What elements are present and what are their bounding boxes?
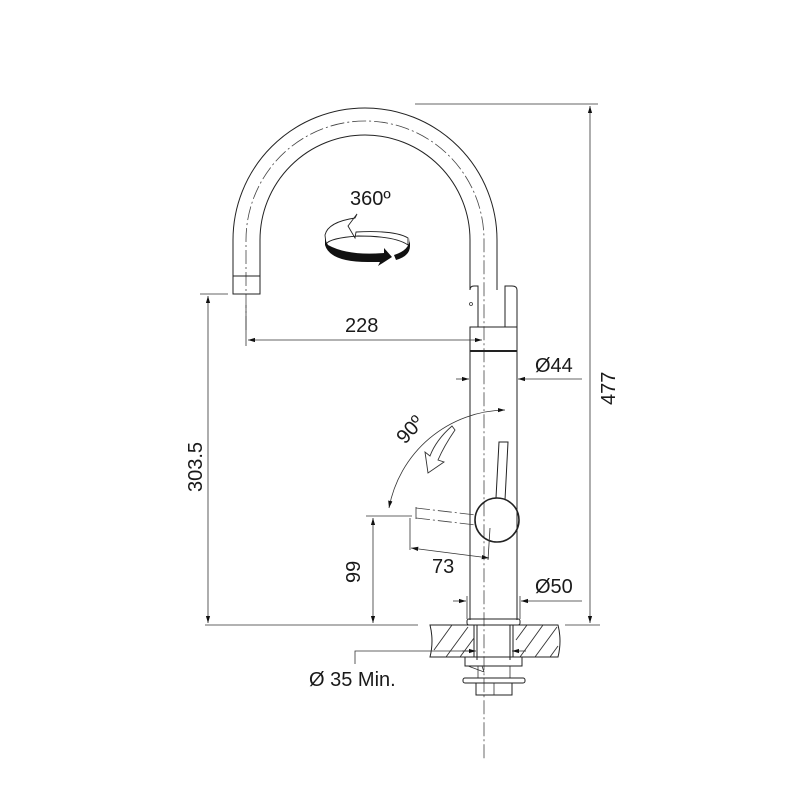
spout-height-label: 303.5 [185, 442, 207, 492]
faucet-body [466, 285, 521, 626]
base-diameter-label: Ø50 [535, 576, 573, 598]
lever [388, 407, 520, 561]
hole-diameter-label: Ø 35 Min. [309, 669, 396, 691]
lever-length-label: 73 [432, 556, 454, 578]
body-diameter-top-label: Ø44 [535, 355, 573, 377]
lever-angle-label: 90º [392, 411, 429, 448]
countertop [205, 624, 600, 696]
rotation-360-icon [324, 213, 410, 266]
spout-reach-label: 228 [345, 315, 378, 337]
rotation-label: 360º [350, 188, 391, 210]
lever-height-label: 99 [343, 561, 365, 583]
dimensions [200, 103, 598, 664]
spout [232, 107, 498, 760]
total-height-label: 477 [598, 372, 620, 405]
